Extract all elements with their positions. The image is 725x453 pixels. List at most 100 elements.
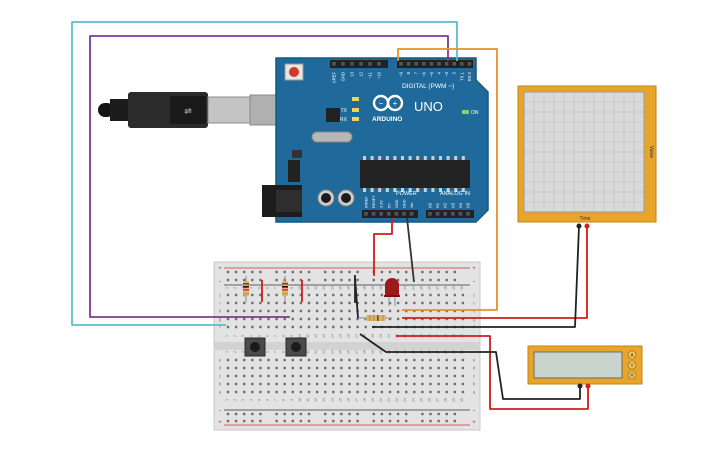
- pushbutton-1[interactable]: [244, 337, 266, 357]
- wire-black-scope[interactable]: [372, 225, 580, 328]
- column-number: 3: [241, 399, 245, 401]
- analog-pin[interactable]: [428, 212, 432, 216]
- multimeter[interactable]: AVR: [527, 345, 643, 389]
- analog-pin[interactable]: [466, 212, 470, 216]
- column-number: 3: [241, 351, 245, 353]
- column-number: 26: [428, 398, 432, 402]
- power-pin[interactable]: [387, 212, 391, 216]
- scope-y-label: Value: [648, 146, 654, 159]
- analog-pin[interactable]: [458, 212, 463, 216]
- column-number: 6: [266, 287, 270, 289]
- top-pin-label: 2: [452, 71, 457, 74]
- column-number: 6: [266, 351, 270, 353]
- power-pin[interactable]: [364, 212, 368, 216]
- resistor-2[interactable]: [282, 276, 288, 302]
- power-pin[interactable]: [394, 212, 399, 216]
- usb-cable[interactable]: ⇌: [98, 92, 287, 128]
- arduino-brand: ARDUINO: [372, 116, 402, 123]
- column-number: 2: [233, 351, 237, 353]
- column-number: 7: [274, 335, 278, 337]
- rail-symbol: -: [219, 408, 221, 414]
- header-pin[interactable]: [460, 62, 464, 66]
- arduino-board[interactable]: DIGITAL (PWM ~) − + ARDUINO UNO TX RX ON: [262, 57, 489, 223]
- pushbutton-2[interactable]: [285, 337, 307, 357]
- column-number: 10: [298, 398, 302, 402]
- column-number: 16: [347, 350, 351, 354]
- header-pin[interactable]: [467, 62, 472, 66]
- header-pin[interactable]: [368, 62, 372, 66]
- arduino-model: UNO: [414, 99, 443, 114]
- power-pin[interactable]: [402, 212, 406, 216]
- header-pin[interactable]: [406, 62, 411, 66]
- header-pin[interactable]: [422, 62, 426, 66]
- power-pin[interactable]: [379, 212, 383, 216]
- power-pin-label: 3.3V: [380, 200, 384, 208]
- header-pin[interactable]: [332, 62, 336, 66]
- analog-pin-label: A1: [435, 202, 440, 208]
- rail-symbol: -: [473, 408, 475, 414]
- power-pin-label: 5V: [387, 203, 391, 208]
- top-pin-label: 13: [350, 71, 355, 76]
- reset-button-icon[interactable]: [289, 67, 299, 77]
- wire-red-meter[interactable]: [396, 335, 589, 410]
- wire-black-gnd[interactable]: [406, 217, 415, 283]
- atmega-chip: [360, 160, 470, 188]
- column-number: 4: [249, 287, 253, 289]
- power-pin[interactable]: [409, 212, 414, 216]
- column-number: 15: [338, 398, 342, 402]
- oscilloscope[interactable]: Time Value: [517, 85, 657, 229]
- column-number: 10: [298, 334, 302, 338]
- row-letter: h: [473, 309, 476, 314]
- column-number: 2: [233, 335, 237, 337]
- wire-purple[interactable]: [89, 35, 449, 318]
- red-led[interactable]: [384, 278, 400, 306]
- header-pin[interactable]: [444, 62, 449, 66]
- wire-red-5v[interactable]: [373, 218, 393, 276]
- header-pin[interactable]: [429, 62, 434, 66]
- column-number: 10: [298, 286, 302, 290]
- wire-red-scope[interactable]: [402, 226, 588, 319]
- top-pin-label: ~9: [399, 71, 404, 76]
- column-number: 9: [290, 399, 294, 401]
- column-number: 8: [282, 351, 286, 353]
- header-pin[interactable]: [359, 62, 363, 66]
- row-letter: j: [219, 293, 221, 298]
- column-number: 13: [322, 286, 326, 290]
- column-number: 27: [436, 286, 440, 290]
- wire-orange[interactable]: [397, 48, 498, 311]
- multimeter-mode-button[interactable]: [627, 360, 637, 370]
- column-number: 12: [314, 398, 318, 402]
- column-number: 28: [444, 398, 448, 402]
- column-number: 14: [330, 334, 334, 338]
- header-pin[interactable]: [377, 62, 381, 66]
- power-pin[interactable]: [371, 212, 376, 216]
- header-pin[interactable]: [399, 62, 403, 66]
- column-number: 15: [338, 350, 342, 354]
- header-pin[interactable]: [341, 62, 345, 66]
- analog-pin[interactable]: [435, 212, 440, 216]
- wire-black-meter[interactable]: [359, 333, 581, 400]
- column-number: 13: [322, 334, 326, 338]
- header-pin[interactable]: [437, 62, 441, 66]
- column-number: 20: [379, 286, 383, 290]
- column-number: 9: [290, 287, 294, 289]
- multimeter-mode-button[interactable]: [627, 370, 637, 380]
- header-pin[interactable]: [414, 62, 418, 66]
- analog-pin-label: A4: [458, 202, 463, 208]
- header-pin[interactable]: [452, 62, 456, 66]
- header-pin[interactable]: [350, 62, 354, 66]
- row-letter: g: [219, 317, 222, 322]
- column-number: 20: [379, 334, 383, 338]
- multimeter-mode-button[interactable]: [627, 350, 637, 360]
- resistor-1[interactable]: [243, 276, 249, 302]
- power-pin-label: GND: [403, 199, 407, 208]
- svg-text:⇌: ⇌: [184, 106, 192, 116]
- analog-pin[interactable]: [451, 212, 455, 216]
- column-number: 18: [363, 398, 367, 402]
- resistor-3[interactable]: [358, 315, 392, 321]
- analog-pin[interactable]: [443, 212, 447, 216]
- column-number: 22: [395, 398, 399, 402]
- wire-cyan[interactable]: [71, 21, 458, 326]
- top-pin-label: ~6: [421, 71, 426, 76]
